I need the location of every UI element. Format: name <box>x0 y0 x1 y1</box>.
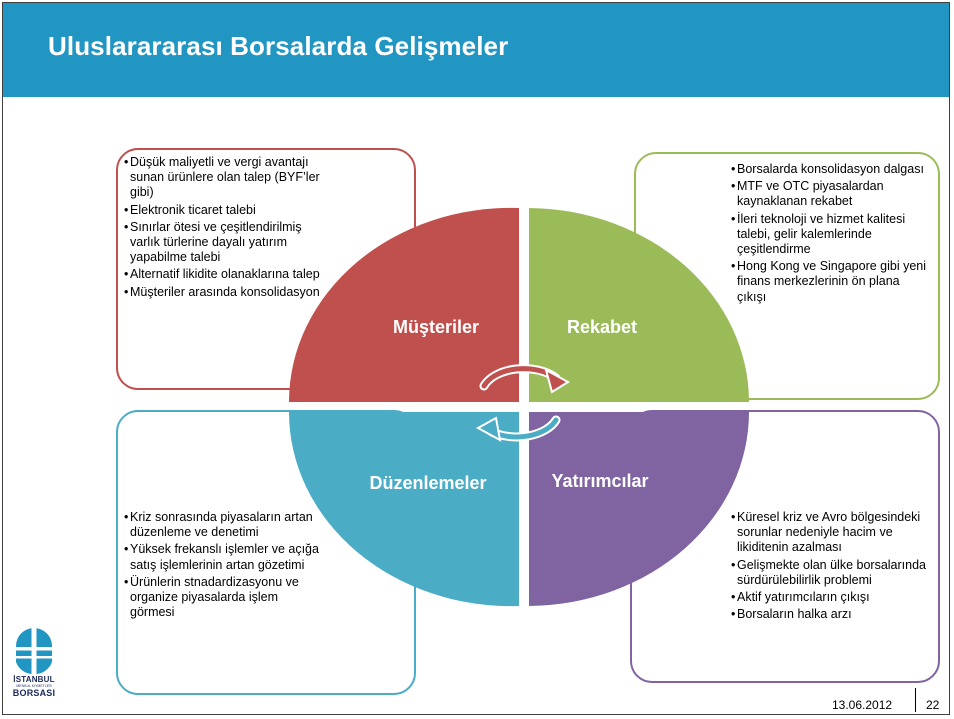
yatirimcilar-segment <box>529 412 749 606</box>
list-item: Düşük maliyetli ve vergi avantajı sunan … <box>124 155 329 201</box>
musteriler-segment <box>288 207 519 402</box>
list-item: Yüksek frekanslı işlemler ve açığa satış… <box>124 542 320 572</box>
yatirimcilar-list: Küresel kriz ve Avro bölgesindeki sorunl… <box>731 510 931 624</box>
musteriler-label: Müşteriler <box>393 317 479 337</box>
title-bar <box>3 3 949 97</box>
list-item: Elektronik ticaret talebi <box>124 203 329 218</box>
yatirimcilar-label: Yatırımcılar <box>551 471 648 491</box>
istanbul-borsasi-logo-icon <box>14 626 54 676</box>
footer-divider <box>915 688 916 712</box>
cycle-arrows-icon <box>475 364 570 442</box>
logo-text: BORSASI <box>12 688 56 698</box>
list-item: Küresel kriz ve Avro bölgesindeki sorunl… <box>731 510 931 556</box>
list-item: MTF ve OTC piyasalardan kaynaklanan reka… <box>731 179 931 209</box>
rekabet-list: Borsalarda konsolidasyon dalgası MTF ve … <box>731 162 931 307</box>
duzenlemeler-segment <box>288 412 519 607</box>
rekabet-segment <box>529 208 749 402</box>
list-item: Alternatif likidite olanaklarına talep <box>124 267 329 282</box>
list-item: Kriz sonrasında piyasaların artan düzenl… <box>124 510 320 540</box>
list-item: Hong Kong ve Singapore gibi yeni finans … <box>731 259 931 305</box>
slide-date: 13.06.2012 <box>832 698 893 712</box>
list-item: Borsalarda konsolidasyon dalgası <box>731 162 931 177</box>
logo-text: İSTANBUL <box>13 675 55 684</box>
list-item: Borsaların halka arzı <box>731 607 931 622</box>
logo-subtext: MENKUL KIYMETLER <box>16 684 52 688</box>
list-item: Gelişmekte olan ülke borsalarında sürdür… <box>731 558 931 588</box>
slide-title: Uluslarararası Borsalarda Gelişmeler <box>48 31 509 61</box>
list-item: Sınırlar ötesi ve çeşitlendirilmiş varlı… <box>124 220 329 266</box>
list-item: İleri teknoloji ve hizmet kalitesi taleb… <box>731 212 931 258</box>
list-item: Aktif yatırımcıların çıkışı <box>731 590 931 605</box>
duzenlemeler-label: Düzenlemeler <box>369 473 486 493</box>
rekabet-label: Rekabet <box>567 317 637 337</box>
list-item: Müşteriler arasında konsolidasyon <box>124 285 329 300</box>
page-number: 22 <box>926 698 940 712</box>
list-item: Ürünlerin stnadardizasyonu ve organize p… <box>124 575 320 621</box>
musteriler-list: Düşük maliyetli ve vergi avantajı sunan … <box>124 155 329 302</box>
duzenlemeler-list: Kriz sonrasında piyasaların artan düzenl… <box>124 510 320 622</box>
